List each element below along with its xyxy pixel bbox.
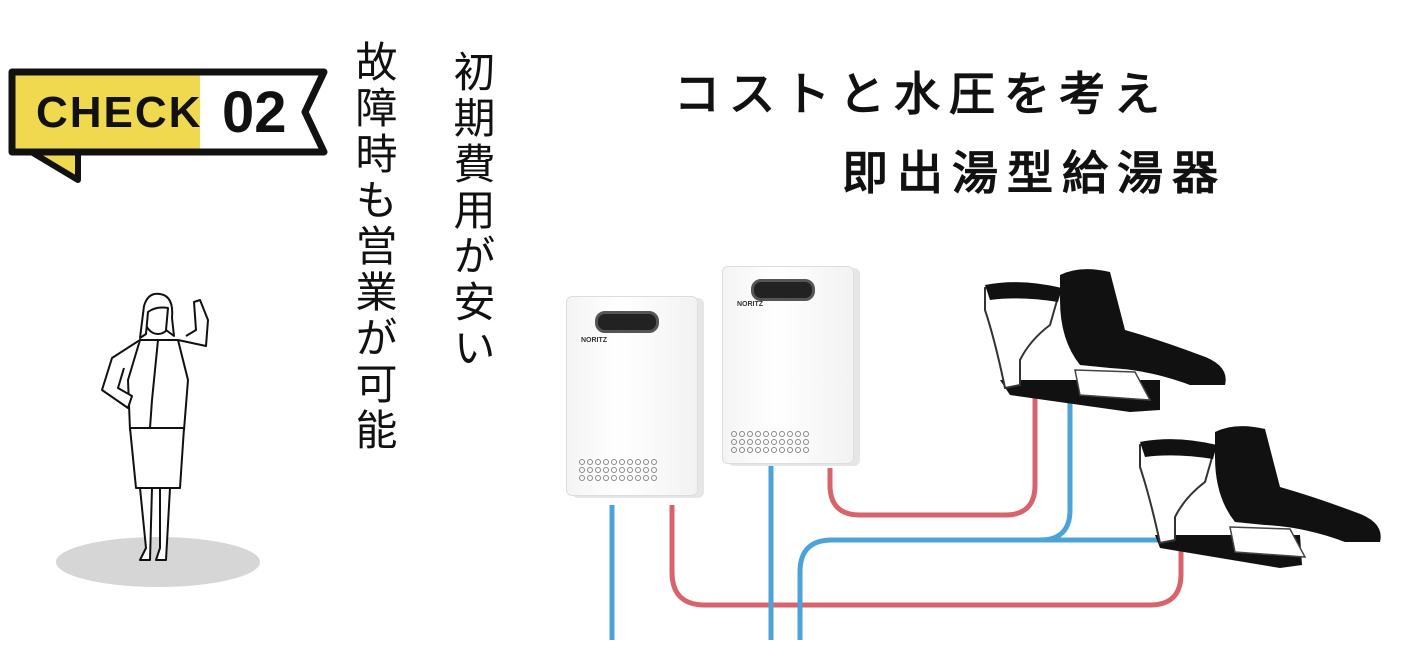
heater-brand: NORITZ <box>737 301 764 308</box>
badge-label: CHECK <box>36 88 203 137</box>
title-line-1: コストと水圧を考え <box>674 67 1169 121</box>
water-heater-2: NORITZ <box>722 266 854 464</box>
hot-pipe-2 <box>827 392 1038 518</box>
shampoo-chair-2 <box>1139 426 1381 568</box>
cold-branch-pipe <box>1039 392 1073 543</box>
title-line-2: 即出湯型給湯器 <box>842 146 1227 200</box>
shampoo-chair-1 <box>984 269 1226 412</box>
presenter-illustration <box>56 292 260 587</box>
heater-vent-holes <box>731 431 810 453</box>
heater-vent <box>595 311 659 333</box>
check-badge <box>8 68 328 183</box>
water-heater-1: NORITZ <box>566 296 698 496</box>
badge-number: 02 <box>222 80 287 145</box>
heater-vent <box>751 279 815 301</box>
hot-pipe-1 <box>669 505 1184 608</box>
heater-vent-holes <box>579 459 658 481</box>
point-business-continuity: 故障時も営業が可能 <box>349 40 398 454</box>
cold-supply-pipe <box>797 537 1160 640</box>
point-low-cost: 初期費用が安い <box>447 50 496 372</box>
heater-brand: NORITZ <box>581 337 608 344</box>
